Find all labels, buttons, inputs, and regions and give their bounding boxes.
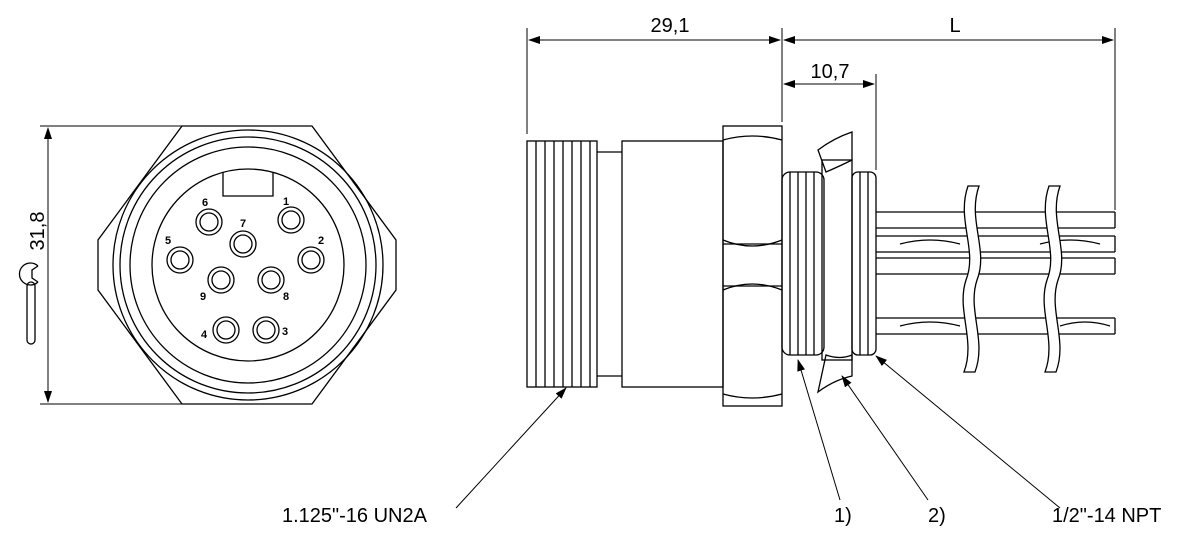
pin-2 bbox=[297, 246, 325, 274]
length-dimension bbox=[526, 28, 783, 134]
leader-npt-thread bbox=[875, 355, 1061, 509]
leader-main-thread bbox=[455, 387, 567, 509]
body-cylinder bbox=[621, 140, 724, 388]
pin-1 bbox=[277, 206, 305, 234]
hex-nut-outline bbox=[97, 125, 397, 405]
thread-length-dimension bbox=[783, 74, 877, 170]
pin-8 bbox=[257, 266, 285, 294]
cable-length-dimension bbox=[783, 28, 1116, 210]
pin-label-9: 9 bbox=[200, 291, 206, 303]
callout-note-1: 1) bbox=[834, 505, 852, 527]
pin-9 bbox=[207, 266, 235, 294]
outer-ring bbox=[112, 129, 384, 401]
pin-label-2: 2 bbox=[318, 235, 324, 247]
front-view bbox=[97, 125, 397, 405]
callout-npt-thread: 1/2"-14 NPT bbox=[1052, 505, 1161, 527]
pin-6 bbox=[195, 208, 223, 236]
pin-label-5: 5 bbox=[165, 235, 171, 247]
pin-label-6: 6 bbox=[202, 197, 208, 209]
threaded-nose bbox=[526, 140, 622, 388]
pin-label-3: 3 bbox=[282, 326, 288, 338]
side-view bbox=[526, 125, 1116, 407]
height-dimension-label: 31,8 bbox=[27, 212, 49, 251]
insert-face bbox=[151, 168, 345, 362]
pin-5 bbox=[166, 246, 194, 274]
leader-note-2 bbox=[841, 375, 929, 501]
cable-length-dimension-label: L bbox=[949, 15, 960, 37]
pin-label-4: 4 bbox=[201, 329, 208, 341]
face-ring bbox=[129, 146, 367, 384]
pin-4 bbox=[212, 316, 240, 344]
height-dimension bbox=[40, 125, 182, 405]
outer-ring-inner bbox=[119, 136, 377, 394]
pin-label-8: 8 bbox=[283, 291, 289, 303]
pin-3 bbox=[252, 316, 280, 344]
leader-note-1 bbox=[797, 359, 841, 501]
lock-washer bbox=[816, 131, 853, 394]
wrench-icon bbox=[18, 262, 39, 345]
npt-thread bbox=[781, 171, 825, 356]
wires bbox=[876, 211, 1116, 335]
keyway-notch bbox=[222, 172, 274, 197]
thread-length-dimension-label: 10,7 bbox=[811, 61, 850, 83]
pin-label-7: 7 bbox=[240, 218, 246, 230]
length-dimension-label: 29,1 bbox=[651, 15, 690, 37]
rear-thread bbox=[851, 171, 877, 356]
break-line-1 bbox=[962, 185, 982, 373]
hex-nut-side bbox=[722, 125, 783, 407]
callout-main-thread: 1.125"-16 UN2A bbox=[282, 505, 428, 527]
pin-7 bbox=[229, 230, 257, 258]
pin-label-1: 1 bbox=[283, 196, 289, 208]
break-line-2 bbox=[1043, 185, 1063, 373]
callout-note-2: 2) bbox=[928, 505, 946, 527]
